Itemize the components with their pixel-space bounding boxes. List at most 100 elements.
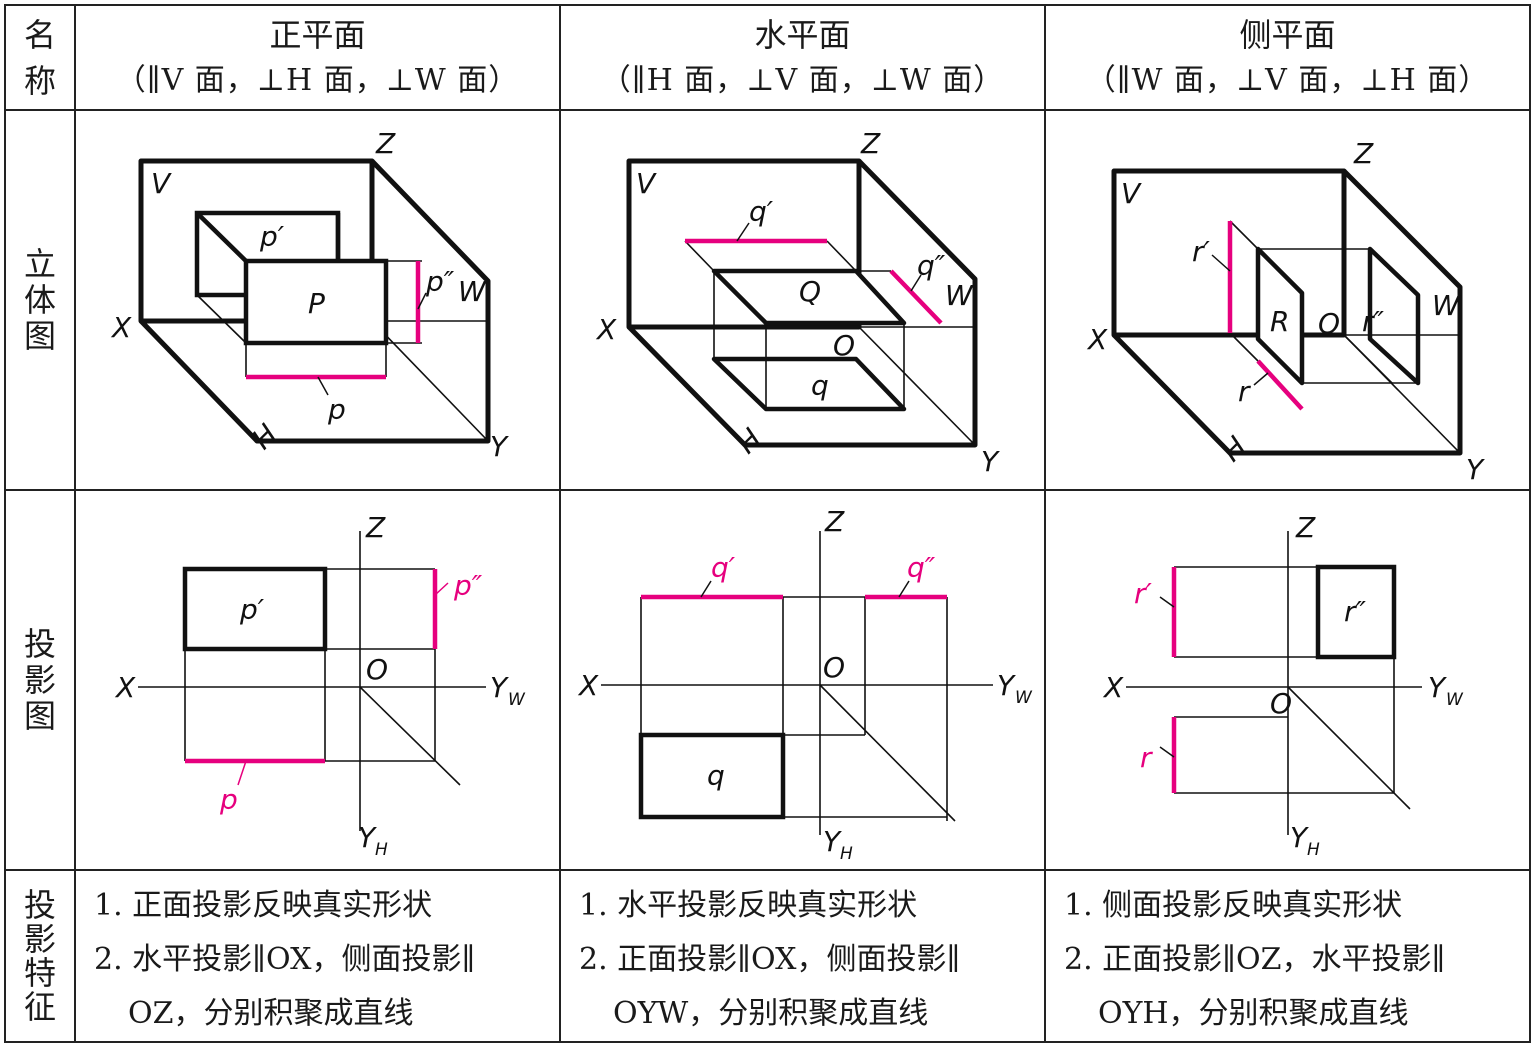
p1-rect [182,566,328,652]
label-q2: q″ [917,249,946,282]
label-H: H [1215,430,1253,468]
label-p: p [219,783,238,816]
label-Q: Q [799,275,821,308]
iso-profile-cell: V Z W X Y H R O r″ r′ r [1044,109,1531,491]
label-p: p [327,393,346,426]
label-H: H [245,418,283,456]
r-plane [1255,246,1305,386]
iso-frontal-figure: V Z W X Y H p′ P p p″ [110,127,509,463]
col-head-horizontal: 水平面 （∥H 面，⊥V 面，⊥W 面） [559,4,1046,111]
label-X: X [110,311,132,344]
row-head-3d-text: 立体图 [23,245,56,355]
label-q1: q′ [711,551,736,584]
feat-frontal-line2: 2. 水平投影∥OX，侧面投影∥ [94,942,476,977]
diag-45 [359,686,461,786]
proj-horizontal-cell: q′ q″ Z X O Y W q Y H [559,489,1046,871]
label-YW: Y [1428,671,1447,704]
feat-profile-line3: OYH，分别积聚成直线 [1098,996,1409,1031]
label-r: r [1140,741,1153,774]
row-head-feat: 投影特征 [4,869,76,1043]
label-YW-sub: W [1446,690,1464,710]
q-plane [711,268,907,326]
label-O: O [833,329,855,362]
r-horizontal-trace [1256,359,1304,411]
label-W: W [458,275,487,308]
label-V: V [636,167,657,200]
col-name-profile: 侧平面 [1239,15,1336,54]
label-p1: p′ [259,220,285,253]
projection-table-grid: 名称 正平面 （∥V 面，⊥H 面，⊥W 面） 水平面 （∥H 面，⊥V 面，⊥… [4,4,1531,1043]
iso-horizontal-figure: V Z W X Y H Q O q q′ q″ [595,127,1000,478]
feat-horizontal: 1. 水平投影反映真实形状 2. 正面投影∥OX，侧面投影∥ OYW，分别积聚成… [559,869,1046,1043]
header-row: 名称 正平面 （∥V 面，⊥H 面，⊥W 面） 水平面 （∥H 面，⊥V 面，⊥… [4,4,1531,111]
label-W: W [1432,289,1461,322]
label-YW-sub: W [508,690,526,710]
col-name-frontal: 正平面 [269,15,366,54]
col-head-profile: 侧平面 （∥W 面，⊥V 面，⊥H 面） [1044,4,1531,111]
feat-horizontal-line3: OYW，分别积聚成直线 [613,996,929,1031]
label-q: q [811,369,829,402]
label-V: V [151,167,172,200]
label-X: X [595,313,617,346]
feat-frontal: 1. 正面投影反映真实形状 2. 水平投影∥OX，侧面投影∥ OZ，分别积聚成直… [74,869,561,1043]
label-r2: r″ [1344,595,1367,628]
label-X: X [1102,671,1124,704]
row-head-feat-text: 投影特征 [23,886,56,1026]
label-r2: r″ [1362,305,1385,338]
feat-profile-line2: 2. 正面投影∥OZ，水平投影∥ [1064,942,1446,977]
label-YW: Y [490,671,509,704]
proj-profile-figure: r′ r Z X O r″ Y W Y H [1102,511,1464,860]
feat-frontal-line1: 1. 正面投影反映真实形状 [94,888,433,923]
label-YH: Y [823,825,842,858]
label-Z: Z [365,511,386,544]
label-X: X [114,671,136,704]
feat-horizontal-line2: 2. 正面投影∥OX，侧面投影∥ [579,942,961,977]
feat-profile: 1. 侧面投影反映真实形状 2. 正面投影∥OZ，水平投影∥ OYH，分别积聚成… [1044,869,1531,1043]
q-rect [638,732,786,820]
label-W: W [945,279,974,312]
label-O: O [1318,307,1340,340]
label-H: H [730,422,768,460]
label-V: V [1121,177,1142,210]
r2-rect [1315,564,1397,660]
col-head-frontal: 正平面 （∥V 面，⊥H 面，⊥W 面） [74,4,561,111]
col-cond-frontal: （∥V 面，⊥H 面，⊥W 面） [115,62,520,98]
row-head-3d: 立体图 [4,109,76,491]
row-features: 投影特征 1. 正面投影反映真实形状 2. 水平投影∥OX，侧面投影∥ OZ，分… [4,869,1531,1043]
label-X: X [1086,323,1108,356]
q-horizontal-rect [711,356,907,412]
col-name-horizontal: 水平面 [754,15,851,54]
col-cond-profile: （∥W 面，⊥V 面，⊥H 面） [1085,62,1490,98]
label-r1: r′ [1134,577,1153,610]
label-r1: r′ [1192,235,1211,268]
row-projection: 投影图 [4,489,1531,871]
label-YW-sub: W [1015,688,1033,708]
proj-frontal-cell: p′ Z X O Y W Y H p p″ [74,489,561,871]
row-head-proj: 投影图 [4,489,76,871]
label-YH: Y [358,821,377,854]
iso-horizontal-cell: V Z W X Y H Q O q q′ q″ [559,109,1046,491]
proj-horizontal-figure: q′ q″ Z X O Y W q Y H [577,505,1033,864]
label-r: r [1238,375,1251,408]
label-Z: Z [1353,137,1374,170]
row-head-name: 名称 [4,4,76,111]
label-X: X [577,669,599,702]
label-P: P [308,287,325,320]
q-profile-trace [889,269,943,325]
feat-frontal-line3: OZ，分别积聚成直线 [128,996,414,1031]
label-YH-sub: H [1307,840,1320,860]
label-YH-sub: H [840,844,853,864]
label-Z: Z [824,505,845,538]
label-O: O [366,653,388,686]
diag-45 [819,684,956,822]
oy-line [371,320,489,442]
label-YW: Y [997,669,1016,702]
label-Y: Y [490,430,509,463]
label-q2: q″ [907,551,936,584]
label-O: O [1270,687,1292,720]
label-p2: p″ [425,265,455,298]
row-head-name-text: 名称 [23,15,56,100]
iso-profile-figure: V Z W X Y H R O r″ r′ r [1086,137,1485,486]
label-R: R [1270,305,1289,338]
